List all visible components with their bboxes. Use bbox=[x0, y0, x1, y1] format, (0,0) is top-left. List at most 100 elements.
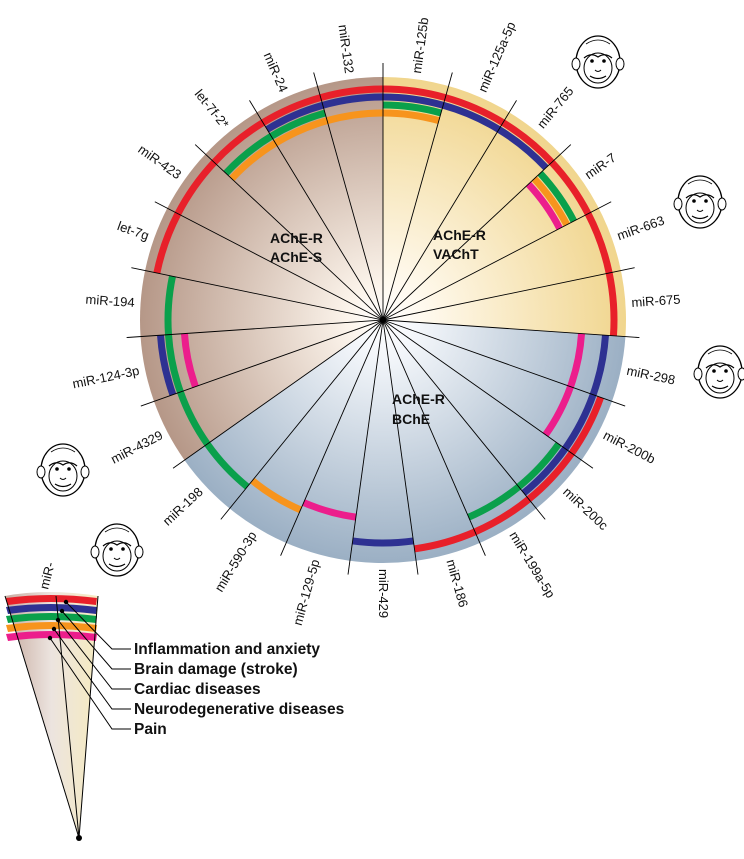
sector-label-line1: AChE-R bbox=[270, 230, 323, 246]
ring-segment-pain-mir-200b bbox=[542, 385, 574, 437]
legend-leader-line bbox=[65, 601, 131, 650]
ring-segment-pain-mir-124-3p bbox=[180, 333, 199, 388]
ring-segment-pain-mir-7 bbox=[525, 181, 563, 231]
mirna-label-mir-125b: miR-125b bbox=[409, 16, 432, 74]
ring-segment-inflammation-and-anxiety-let-7f-2 bbox=[211, 119, 265, 165]
spoke-20 bbox=[194, 144, 384, 321]
spoke-3 bbox=[382, 144, 572, 321]
spoke-10 bbox=[382, 319, 486, 556]
legend-wedge-label: miR- bbox=[36, 560, 57, 590]
ring-segment-cardiac-diseases-mir-198 bbox=[204, 441, 250, 490]
legend-leader-line bbox=[57, 619, 131, 690]
chimpanzee-icon bbox=[90, 523, 144, 577]
ring-segment-brain-damage-stroke-mir-125b bbox=[382, 93, 445, 109]
mirna-label-mir-423: miR-423 bbox=[135, 142, 184, 183]
ring-segment-inflammation-and-anxiety-mir-132 bbox=[319, 85, 384, 101]
legend-wedge-edge-left bbox=[4, 595, 80, 839]
spoke-19 bbox=[154, 201, 384, 321]
spoke-4 bbox=[382, 201, 612, 321]
mirna-spokes bbox=[126, 63, 640, 575]
ring-segment-inflammation-and-anxiety-mir-663 bbox=[584, 212, 613, 274]
ring-segment-brain-damage-stroke-mir-429 bbox=[352, 537, 414, 547]
legend-label-neurodegenerative: Neurodegenerative diseases bbox=[134, 701, 344, 718]
mirna-label-mir-198: miR-198 bbox=[160, 484, 206, 528]
ring-segment-neurodegenerative-diseases-mir-590-3p bbox=[250, 477, 302, 514]
legend-wedge-center-dot bbox=[76, 835, 82, 841]
ring-segment-brain-damage-stroke-mir-765 bbox=[497, 126, 549, 171]
ring-segment-pain-mir-298 bbox=[567, 333, 586, 388]
spoke-11 bbox=[382, 319, 419, 575]
mirna-label-mir-675: miR-675 bbox=[631, 292, 681, 310]
legend-label-inflammation: Inflammation and anxiety bbox=[134, 641, 320, 658]
legend-leader-line bbox=[53, 628, 131, 710]
mirna-label-mir-663: miR-663 bbox=[615, 213, 666, 244]
spoke-22 bbox=[313, 72, 384, 321]
spoke-9 bbox=[382, 319, 546, 520]
legend-label-cardiac: Cardiac diseases bbox=[134, 681, 261, 698]
spoke-2 bbox=[382, 100, 517, 321]
spoke-16 bbox=[140, 319, 384, 407]
ring-segment-brain-damage-stroke-mir-24 bbox=[265, 101, 324, 133]
ring-segment-cardiac-diseases-let-7f-2 bbox=[223, 133, 274, 176]
ring-segment-inflammation-and-anxiety-mir-24 bbox=[261, 94, 322, 126]
legend: miR- Inflammation and anxiety Brain dama… bbox=[4, 560, 344, 841]
ring-segment-cardiac-diseases-mir-124-3p bbox=[165, 334, 184, 394]
ring-segment-cardiac-diseases-mir-24 bbox=[269, 109, 326, 140]
spoke-6 bbox=[382, 319, 640, 338]
legend-label-brain-damage: Brain damage (stroke) bbox=[134, 661, 298, 678]
center-point bbox=[380, 317, 386, 323]
sector-label-line2: VAChT bbox=[433, 246, 479, 262]
sector-bg-bche bbox=[184, 320, 626, 564]
legend-band-inflammation-and-anxiety bbox=[6, 595, 97, 605]
mirna-label-mir-298: miR-298 bbox=[625, 363, 676, 388]
chimpanzee-icon bbox=[693, 345, 744, 399]
mirna-label-mir-124-3p: miR-124-3p bbox=[71, 363, 141, 392]
mirna-label-let-7g: let-7g bbox=[115, 218, 151, 243]
mirna-label-mir-590-3p: miR-590-3p bbox=[211, 529, 259, 595]
ring-segment-brain-damage-stroke-mir-132 bbox=[321, 93, 384, 109]
ring-segment-cardiac-diseases-mir-200c bbox=[516, 441, 562, 490]
spoke-14 bbox=[220, 319, 384, 520]
mirna-label-mir-194: miR-194 bbox=[85, 292, 135, 310]
chimpanzee-icon bbox=[36, 443, 90, 497]
legend-leader-line bbox=[61, 610, 131, 670]
mirna-label-mir-4329: miR-4329 bbox=[108, 427, 165, 466]
ring-segment-cardiac-diseases-mir-194 bbox=[164, 275, 176, 335]
ring-segment-inflammation-and-anxiety-mir-765 bbox=[501, 119, 555, 165]
ring-segment-inflammation-and-anxiety-mir-200b bbox=[568, 396, 604, 456]
ring-segment-pain-mir-129-5p bbox=[302, 499, 357, 521]
spoke-18 bbox=[131, 267, 384, 321]
ring-segment-inflammation-and-anxiety-mir-125a-5p bbox=[444, 94, 505, 126]
ring-segment-neurodegenerative-diseases-mir-7 bbox=[531, 176, 570, 227]
primate-icons bbox=[36, 35, 744, 577]
sector-label-line1: AChE-R bbox=[433, 227, 486, 243]
spoke-15 bbox=[172, 319, 384, 469]
ring-segment-inflammation-and-anxiety-mir-125b bbox=[382, 85, 447, 101]
ring-segment-brain-damage-stroke-mir-124-3p bbox=[157, 334, 177, 396]
sector-label-line2: AChE-S bbox=[270, 249, 322, 265]
mirna-label-mir-429: miR-429 bbox=[376, 569, 391, 618]
ring-segment-inflammation-and-anxiety-mir-423 bbox=[174, 159, 217, 216]
legend-leader-line bbox=[49, 637, 131, 730]
sector-label-line1: AChE-R bbox=[392, 391, 445, 407]
ring-segment-cardiac-diseases-mir-199a-5p bbox=[467, 484, 521, 521]
ring-segment-inflammation-and-anxiety-mir-186 bbox=[413, 528, 477, 553]
mirna-label-mir-200c: miR-200c bbox=[560, 484, 611, 533]
mirna-label-mir-24: miR-24 bbox=[261, 50, 291, 94]
mirna-label-mir-129-5p: miR-129-5p bbox=[290, 558, 323, 627]
ring-segment-inflammation-and-anxiety-mir-200c bbox=[526, 451, 575, 502]
ring-segment-brain-damage-stroke-mir-200b bbox=[562, 393, 597, 451]
legend-color-bands bbox=[6, 595, 97, 641]
ring-segment-neurodegenerative-diseases-mir-24 bbox=[273, 117, 329, 147]
mirna-label-mir-125a-5p: miR-125a-5p bbox=[475, 19, 519, 94]
legend-band-brain-damage-stroke bbox=[6, 604, 97, 614]
ring-segment-brain-damage-stroke-mir-125a-5p bbox=[442, 101, 501, 133]
sector-label-line2: BChE bbox=[392, 411, 430, 427]
mirna-label-mir-7: miR-7 bbox=[582, 150, 619, 182]
spoke-13 bbox=[280, 319, 384, 556]
legend-wedge-edge-right bbox=[78, 595, 99, 839]
ring-segment-cardiac-diseases-mir-7 bbox=[537, 170, 578, 223]
legend-wedge bbox=[5, 592, 98, 838]
spoke-8 bbox=[382, 319, 594, 469]
